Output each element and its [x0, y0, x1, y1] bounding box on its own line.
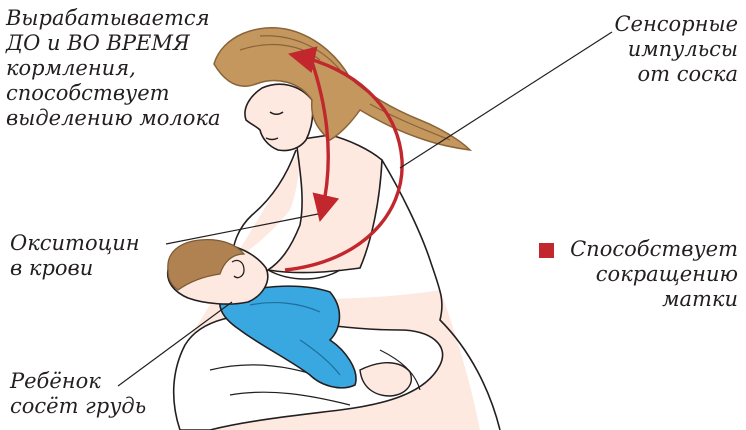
sensory-impulse-arrow — [285, 56, 402, 270]
sensory-line-2: импульсы — [614, 37, 738, 62]
produced-line-1: Вырабатывается — [6, 6, 221, 31]
sensory-impulses-label: Сенсорные импульсы от соска — [614, 12, 738, 87]
pointer-line-oxytocin — [166, 214, 318, 244]
oxytocin-line-1: Окситоцин — [10, 231, 140, 256]
produced-line-5: выделению молока — [6, 106, 221, 131]
sensory-line-1: Сенсорные — [614, 12, 738, 37]
red-square-icon — [539, 243, 554, 258]
uterus-contraction-label: Способствует сокращению матки — [570, 237, 738, 312]
produced-line-3: кормления, — [6, 56, 221, 81]
baby-suckles-label: Ребёнок сосёт грудь — [10, 369, 146, 419]
baby-line-1: Ребёнок — [10, 369, 146, 394]
uterus-line-1: Способствует — [570, 237, 738, 262]
baby-line-2: сосёт грудь — [10, 394, 146, 419]
pointer-line-sensory — [400, 32, 612, 168]
uterus-line-3: матки — [570, 287, 738, 312]
produced-during-feeding-label: Вырабатывается ДО и ВО ВРЕМЯ кормления, … — [6, 6, 221, 131]
oxytocin-line-2: в крови — [10, 256, 140, 281]
produced-line-4: способствует — [6, 81, 221, 106]
oxytocin-release-arrow — [312, 62, 328, 212]
sensory-line-3: от соска — [614, 62, 738, 87]
oxytocin-in-blood-label: Окситоцин в крови — [10, 231, 140, 281]
produced-line-2: ДО и ВО ВРЕМЯ — [6, 31, 221, 56]
uterus-line-2: сокращению — [570, 262, 738, 287]
